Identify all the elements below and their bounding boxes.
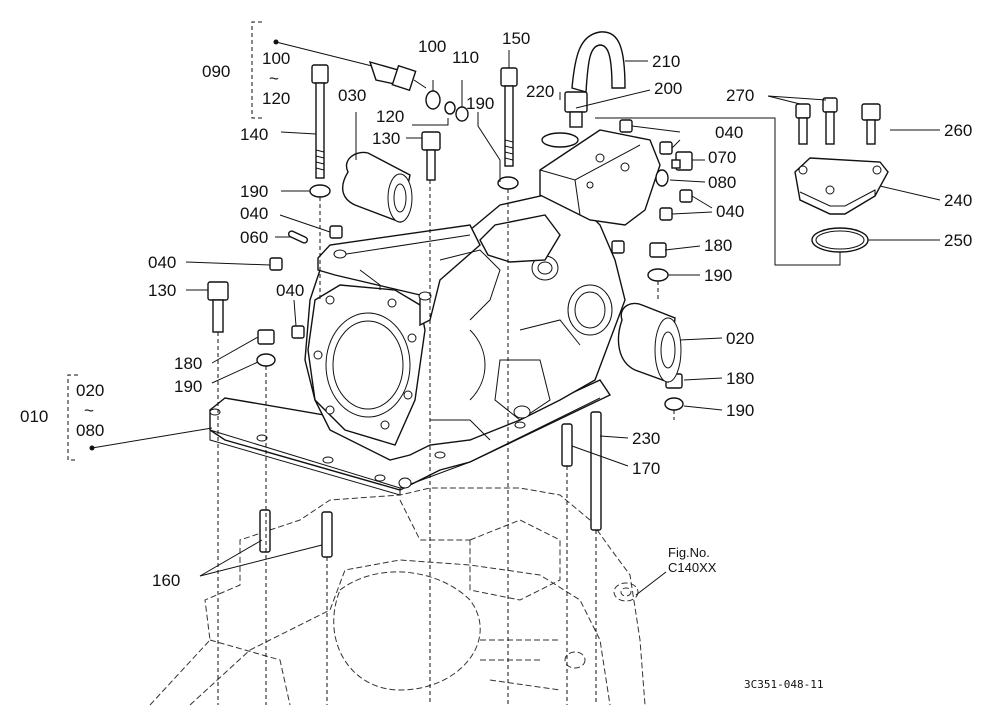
stud-170 [561, 423, 573, 467]
plug-040-g [659, 207, 673, 221]
main-housing [209, 194, 626, 496]
label-070: 070 [708, 148, 736, 167]
washer-190-d [256, 353, 276, 367]
plug-040-h [611, 240, 625, 254]
label-190-right: 190 [704, 266, 732, 285]
bolt-140 [311, 64, 329, 179]
label-190-lowerright: 190 [726, 401, 754, 420]
label-160: 160 [152, 571, 180, 590]
plug-040-e [291, 325, 305, 339]
valve-block [479, 129, 661, 263]
cover-240 [794, 157, 889, 215]
label-220: 220 [526, 82, 554, 101]
label-100: 100 [418, 37, 446, 56]
label-190-lowerleft: 190 [174, 377, 202, 396]
plug-040-c [329, 225, 343, 239]
plug-040-d [269, 257, 283, 271]
label-tilde-1: ~ [269, 69, 279, 88]
label-090: 090 [202, 62, 230, 81]
bolt-270-b [822, 97, 838, 145]
label-180-upper: 180 [704, 236, 732, 255]
plug-040-a [619, 119, 633, 133]
label-270: 270 [726, 86, 754, 105]
fitting-220 [564, 91, 588, 128]
pressure-switch-090 [368, 60, 427, 92]
pin-060 [287, 230, 309, 244]
label-180-lower: 180 [726, 369, 754, 388]
label-040-left: 040 [240, 204, 268, 223]
washer-120 [444, 101, 456, 115]
bolt-150 [500, 67, 518, 167]
fig-no-label: Fig.No. [668, 545, 710, 560]
washer-190-c [647, 268, 669, 282]
label-tilde-2: ~ [84, 401, 94, 420]
stud-160-a [259, 509, 271, 553]
label-080-range: 080 [76, 421, 104, 440]
label-190-left: 190 [240, 182, 268, 201]
label-230: 230 [632, 429, 660, 448]
plug-040-b [659, 141, 673, 155]
nut-180-b [257, 329, 275, 345]
o-ring-200 [541, 132, 579, 148]
washer-190-a [309, 184, 331, 198]
bolt-130-upper [421, 131, 441, 181]
label-020-range: 020 [76, 381, 104, 400]
label-130-upper: 130 [372, 129, 400, 148]
stud-230 [590, 411, 602, 531]
stud-160-b [321, 511, 333, 558]
label-040-lower: 040 [276, 281, 304, 300]
o-ring-250 [811, 227, 869, 253]
transmission-case [149, 487, 646, 706]
label-030: 030 [338, 86, 366, 105]
pipe-210 [571, 31, 626, 93]
label-020: 020 [726, 329, 754, 348]
label-120: 120 [376, 107, 404, 126]
drawing-code: 3C351-048-11 [744, 678, 823, 691]
washer-190-e [664, 397, 684, 411]
bolt-130-left [207, 281, 229, 333]
label-260: 260 [944, 121, 972, 140]
label-040-valve: 040 [715, 123, 743, 142]
label-060: 060 [240, 228, 268, 247]
leader-lines [67, 21, 941, 596]
label-130-left: 130 [148, 281, 176, 300]
fitting-070 [671, 151, 693, 171]
label-200: 200 [654, 79, 682, 98]
label-180-left: 180 [174, 354, 202, 373]
label-040-right: 040 [716, 202, 744, 221]
label-240: 240 [944, 191, 972, 210]
sleeve-030 [342, 151, 413, 223]
label-100-range: 100 [262, 49, 290, 68]
assembly-lines [217, 180, 675, 705]
bolt-260 [861, 103, 881, 145]
label-010: 010 [20, 407, 48, 426]
washer-190-b [497, 176, 519, 190]
label-140: 140 [240, 125, 268, 144]
label-250: 250 [944, 231, 972, 250]
o-ring-080 [655, 169, 669, 187]
label-150: 150 [502, 29, 530, 48]
label-170: 170 [632, 459, 660, 478]
label-040-side: 040 [148, 253, 176, 272]
fig-no-code: C140XX [668, 560, 717, 575]
label-120-range: 120 [262, 89, 290, 108]
nut-180-a [649, 242, 667, 258]
plug-040-f [679, 189, 693, 203]
label-210: 210 [652, 52, 680, 71]
label-110: 110 [452, 48, 479, 67]
label-190-top: 190 [466, 94, 494, 113]
label-080: 080 [708, 173, 736, 192]
o-ring-100 [425, 90, 441, 110]
bolt-270-a [795, 103, 811, 145]
sleeve-020 [617, 302, 682, 383]
callouts: 090 100 ~ 120 100 110 150 210 030 120 19… [20, 29, 972, 691]
